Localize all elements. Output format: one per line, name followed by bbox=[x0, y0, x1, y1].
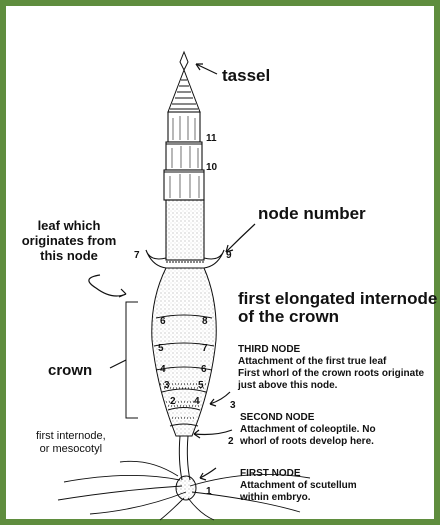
middle-internode bbox=[166, 200, 204, 260]
node-number-3-left: 3 bbox=[164, 380, 170, 391]
first-node-line-2: within embryo. bbox=[240, 492, 357, 504]
node-number-1: 1 bbox=[206, 486, 212, 497]
third-node-line-1: Attachment of the first true leaf bbox=[238, 356, 424, 368]
node-number-11: 11 bbox=[206, 133, 217, 144]
third-node-title: THIRD NODE bbox=[238, 344, 424, 356]
elongated-internode-line-1: first elongated internode bbox=[238, 290, 437, 308]
node-number-5-left: 5 bbox=[158, 343, 164, 354]
second-node-line-1: Attachment of coleoptile. No bbox=[240, 424, 376, 436]
node-number-10: 10 bbox=[206, 162, 217, 173]
node-number-6-left: 6 bbox=[160, 316, 166, 327]
tassel-label: tassel bbox=[222, 66, 270, 86]
first-node-line-1: Attachment of scutellum bbox=[240, 480, 357, 492]
third-node-line-2: First whorl of the crown roots originate bbox=[238, 368, 424, 380]
second-node-description: SECOND NODE Attachment of coleoptile. No… bbox=[240, 412, 376, 448]
first-node-description: FIRST NODE Attachment of scutellum withi… bbox=[240, 468, 357, 504]
crown-label: crown bbox=[48, 362, 92, 379]
leaf-origin-line-1: leaf which bbox=[16, 218, 122, 233]
node-number-5-right: 5 bbox=[198, 380, 204, 391]
first-node-title: FIRST NODE bbox=[240, 468, 357, 480]
elongated-internode-label: first elongated internode of the crown bbox=[238, 290, 437, 326]
node-number-4-left: 4 bbox=[160, 364, 166, 375]
leaf-origin-line-2: originates from bbox=[16, 233, 122, 248]
node-number-2-left: 2 bbox=[170, 396, 176, 407]
upper-stalk bbox=[164, 112, 204, 200]
node-number-4-right: 4 bbox=[194, 396, 200, 407]
second-node-line-2: whorl of roots develop here. bbox=[240, 436, 376, 448]
node-number-2-pointer: 2 bbox=[228, 436, 234, 447]
third-node-description: THIRD NODE Attachment of the first true … bbox=[238, 344, 424, 392]
node-number-7: 7 bbox=[134, 250, 140, 261]
node-number-8: 8 bbox=[202, 316, 208, 327]
third-node-line-3: just above this node. bbox=[238, 380, 424, 392]
second-node-title: SECOND NODE bbox=[240, 412, 376, 424]
node-number-9: 9 bbox=[226, 250, 232, 261]
tassel-illustration bbox=[168, 52, 200, 112]
mesocotyl-line-1: first internode, bbox=[36, 430, 106, 443]
leaf-origin-label: leaf which originates from this node bbox=[16, 218, 122, 263]
node-number-3-pointer: 3 bbox=[230, 400, 236, 411]
node-number-7-right: 7 bbox=[202, 343, 208, 354]
mesocotyl-line-2: or mesocotyl bbox=[36, 443, 106, 456]
node-number-label: node number bbox=[258, 204, 366, 224]
node-number-6-right: 6 bbox=[201, 364, 207, 375]
mesocotyl-label: first internode, or mesocotyl bbox=[36, 430, 106, 456]
leaf-origin-line-3: this node bbox=[16, 248, 122, 263]
elongated-internode-line-2: of the crown bbox=[238, 308, 437, 326]
